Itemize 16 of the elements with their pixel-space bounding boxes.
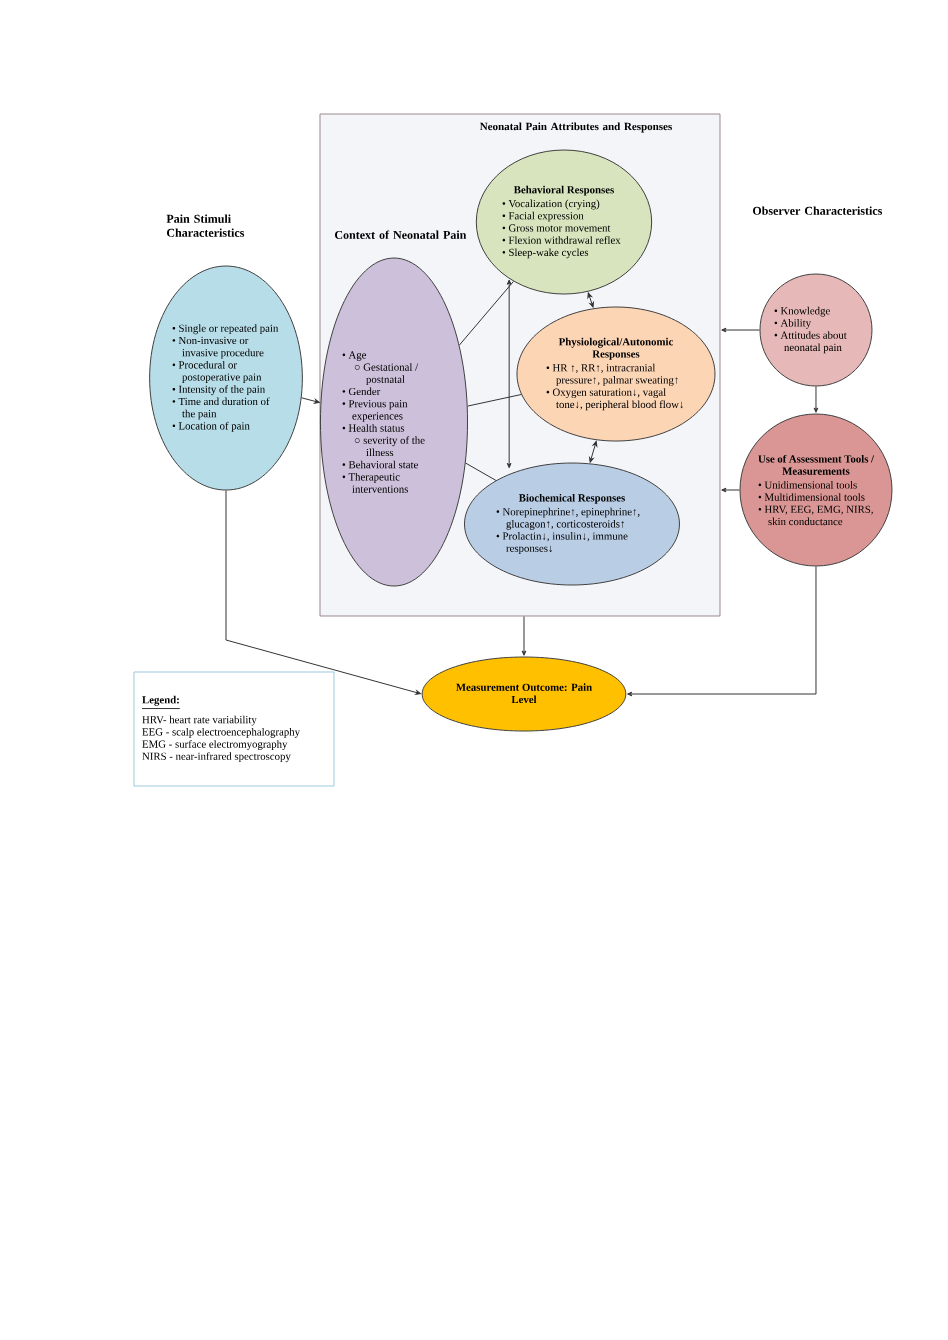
arrow <box>589 440 598 463</box>
arrow <box>627 566 817 697</box>
circle-node <box>739 413 893 567</box>
ellipse-node <box>464 462 680 586</box>
arrow <box>301 397 320 404</box>
ellipse-node <box>516 306 716 442</box>
arrow <box>521 616 527 656</box>
arrow <box>721 327 760 333</box>
arrow <box>721 487 740 493</box>
arrow <box>813 386 819 413</box>
ellipse-node <box>421 656 627 732</box>
ellipse-node <box>475 149 653 295</box>
panel <box>133 671 335 787</box>
arrow <box>587 292 594 308</box>
arrow <box>506 279 512 469</box>
arrow <box>225 490 421 695</box>
